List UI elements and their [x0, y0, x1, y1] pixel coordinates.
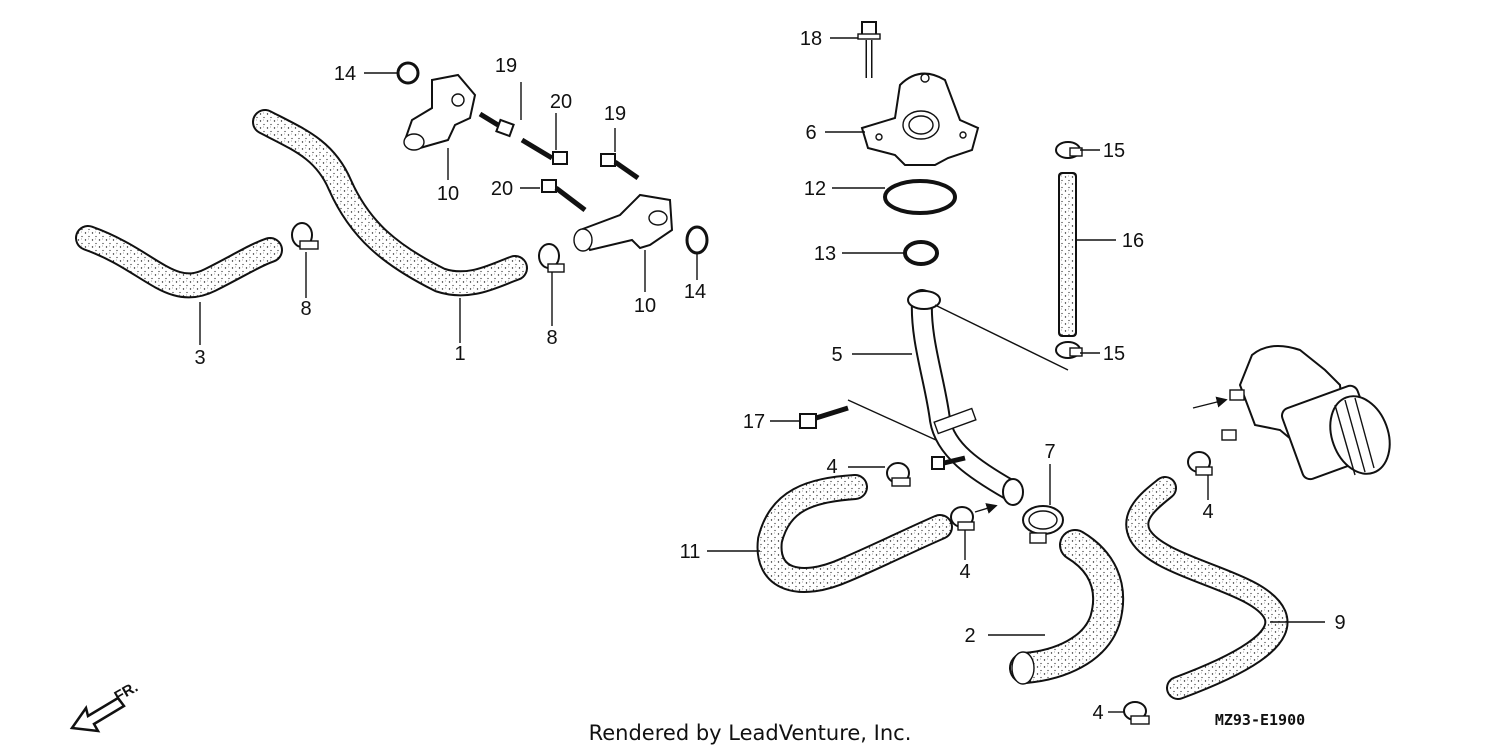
callout-18: 18 — [800, 28, 822, 50]
bolt-20-lower — [541, 179, 587, 212]
bolt-pipe-mount — [931, 455, 966, 470]
callout-20: 20 — [550, 91, 572, 113]
front-direction-indicator: FR. — [69, 679, 141, 733]
leader-lines — [199, 37, 1325, 713]
clamp-4-a — [886, 462, 911, 487]
hose-2 — [1009, 529, 1125, 685]
callout-10: 10 — [437, 183, 459, 205]
thermostat-housing-6 — [860, 72, 980, 166]
clamp-7 — [1022, 505, 1064, 544]
callout-7: 7 — [1044, 441, 1055, 463]
callouts: 1 2 3 4 4 4 4 5 6 7 8 8 9 10 10 11 12 13… — [194, 28, 1345, 724]
hose-3 — [75, 225, 283, 299]
water-joint-10-lower — [573, 193, 674, 252]
callout-4: 4 — [959, 561, 970, 583]
callout-4: 4 — [826, 456, 837, 478]
clamp-4-d — [1123, 701, 1150, 725]
bolt-20-upper — [520, 137, 568, 165]
callout-15: 15 — [1103, 140, 1125, 162]
callout-19: 19 — [604, 103, 626, 125]
callout-8: 8 — [300, 298, 311, 320]
callout-6: 6 — [805, 122, 816, 144]
water-joint-10-upper — [403, 73, 477, 151]
callout-3: 3 — [194, 347, 205, 369]
o-ring-14-right — [685, 225, 709, 255]
bolt-18 — [857, 21, 881, 78]
bolt-19-upper — [478, 111, 515, 138]
clamp-8-right — [538, 243, 565, 273]
pipe-5 — [907, 289, 1024, 506]
callout-12: 12 — [804, 178, 826, 200]
clamp-15-top — [1055, 141, 1083, 159]
hose-1 — [252, 109, 528, 297]
callout-11: 11 — [680, 541, 701, 563]
callout-17: 17 — [743, 411, 765, 433]
o-ring-14-top — [396, 61, 420, 85]
callout-2: 2 — [964, 625, 975, 647]
callout-13: 13 — [814, 243, 836, 265]
callout-14: 14 — [334, 63, 356, 85]
callout-5: 5 — [831, 344, 842, 366]
callout-15: 15 — [1103, 343, 1125, 365]
oil-cooler-assembly — [1221, 345, 1391, 481]
callout-1: 1 — [454, 343, 465, 365]
callout-8: 8 — [546, 327, 557, 349]
callout-16: 16 — [1122, 230, 1144, 252]
callout-4: 4 — [1202, 501, 1213, 523]
clamp-4-c — [1187, 451, 1213, 476]
callout-19: 19 — [495, 55, 517, 77]
hose-16 — [1058, 172, 1077, 337]
bolt-17 — [799, 405, 849, 429]
credit-text: Rendered by LeadVenture, Inc. — [589, 721, 912, 745]
callout-10: 10 — [634, 295, 656, 317]
bolt-19-lower — [600, 153, 640, 181]
hose-9 — [1125, 476, 1289, 700]
hose-11 — [756, 474, 953, 593]
o-ring-13 — [903, 240, 939, 266]
clamp-8-left — [291, 222, 319, 250]
o-ring-12 — [883, 179, 957, 215]
callout-20: 20 — [491, 178, 513, 200]
diagram-code: MZ93-E1900 — [1215, 711, 1305, 729]
front-arrow-icon — [69, 696, 126, 733]
callout-9: 9 — [1334, 612, 1345, 634]
clamp-15-bottom — [1055, 341, 1083, 359]
callout-4: 4 — [1092, 702, 1103, 724]
clamp-4-b — [950, 506, 975, 531]
callout-14: 14 — [684, 281, 706, 303]
